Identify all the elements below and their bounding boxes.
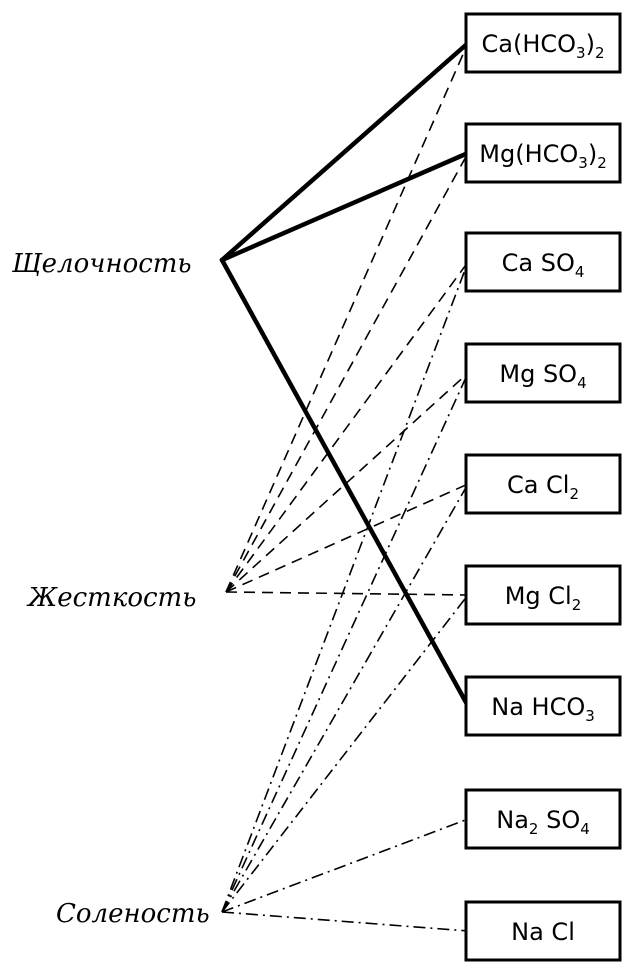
connection-hardness-mgso4: [225, 372, 469, 593]
salt-formula-mg_hco3_2: Mg(HCO3)2: [479, 140, 606, 172]
connection-hardness-ca_hco3_2: [225, 42, 469, 593]
connection-salinity-mgso4: [221, 372, 469, 913]
formula-part: Ca Cl: [507, 471, 570, 499]
salt-formula-na2so4: Na2 SO4: [496, 806, 590, 838]
formula-part: ): [588, 140, 597, 168]
formula-part: SO: [538, 806, 580, 834]
salt-box-frame: [464, 453, 622, 515]
salt-box-ca_hco3_2: Ca(HCO3)2: [464, 12, 622, 74]
salt-formula-ca_hco3_2: Ca(HCO3)2: [482, 30, 605, 62]
connection-salinity-cacl2: [221, 483, 469, 913]
salt-formula-caso4: Ca SO4: [502, 249, 585, 281]
salt-box-frame: [464, 342, 622, 404]
salt-box-nahco3: Na HCO3: [464, 675, 622, 737]
connection-hardness-mg_hco3_2: [225, 152, 469, 593]
salt-box-mg_hco3_2: Mg(HCO3)2: [464, 122, 622, 184]
formula-part: Mg SO: [499, 360, 577, 388]
formula-subscript: 4: [577, 374, 587, 392]
formula-subscript: 4: [580, 820, 590, 838]
property-label-alkalinity: Щелочность: [11, 249, 192, 279]
salt-box-mgcl2: Mg Cl2: [464, 564, 622, 626]
salt-formula-nahco3: Na HCO3: [491, 693, 595, 725]
salt-box-frame: [464, 231, 622, 293]
salt-box-frame: [464, 900, 622, 962]
connection-alkalinity-nahco3: [219, 257, 471, 709]
salt-box-frame: [464, 122, 622, 184]
property-labels: Щелочность Жесткость Соленость: [11, 249, 210, 929]
salt-box-mgso4: Mg SO4: [464, 342, 622, 404]
salt-box-frame: [464, 12, 622, 74]
formula-part: ): [586, 30, 595, 58]
salt-formula-mgso4: Mg SO4: [499, 360, 586, 392]
salt-box-frame: [464, 564, 622, 626]
salt-formula-nacl: Na Cl: [511, 918, 575, 946]
property-label-salinity: Соленость: [56, 899, 210, 929]
connection-alkalinity-mg_hco3_2: [219, 150, 471, 263]
formula-subscript: 3: [585, 707, 595, 725]
salt-formula-cacl2: Ca Cl2: [507, 471, 579, 503]
connection-lines: [219, 40, 471, 932]
formula-subscript: 4: [575, 263, 585, 281]
formula-part: Mg(HCO: [479, 140, 578, 168]
formula-subscript: 2: [572, 596, 582, 614]
formula-part: Na HCO: [491, 693, 585, 721]
connection-salinity-caso4: [221, 261, 469, 913]
salt-box-cacl2: Ca Cl2: [464, 453, 622, 515]
formula-part: Ca(HCO: [482, 30, 577, 58]
formula-part: Na Cl: [511, 918, 575, 946]
salt-formula-mgcl2: Mg Cl2: [505, 582, 582, 614]
formula-part: Mg Cl: [505, 582, 572, 610]
formula-subscript: 2: [595, 44, 605, 62]
salt-box-nacl: Na Cl: [464, 900, 622, 962]
salt-box-frame: [464, 675, 622, 737]
salt-box-frame: [464, 788, 622, 850]
formula-subscript: 2: [529, 820, 539, 838]
connection-hardness-cacl2: [225, 483, 469, 593]
salt-box-caso4: Ca SO4: [464, 231, 622, 293]
formula-subscript: 2: [597, 154, 607, 172]
formula-part: Na: [496, 806, 529, 834]
property-label-hardness: Жесткость: [26, 583, 196, 613]
formula-part: Ca SO: [502, 249, 575, 277]
connection-salinity-na2so4: [221, 818, 469, 913]
connection-alkalinity-ca_hco3_2: [219, 40, 471, 263]
formula-subscript: 3: [576, 44, 586, 62]
connection-salinity-mgcl2: [221, 594, 469, 913]
connection-salinity-nacl: [221, 911, 469, 932]
formula-subscript: 2: [569, 485, 579, 503]
salt-box-na2so4: Na2 SO4: [464, 788, 622, 850]
connection-hardness-caso4: [225, 261, 469, 593]
formula-subscript: 3: [578, 154, 588, 172]
connection-hardness-mgcl2: [225, 591, 469, 596]
